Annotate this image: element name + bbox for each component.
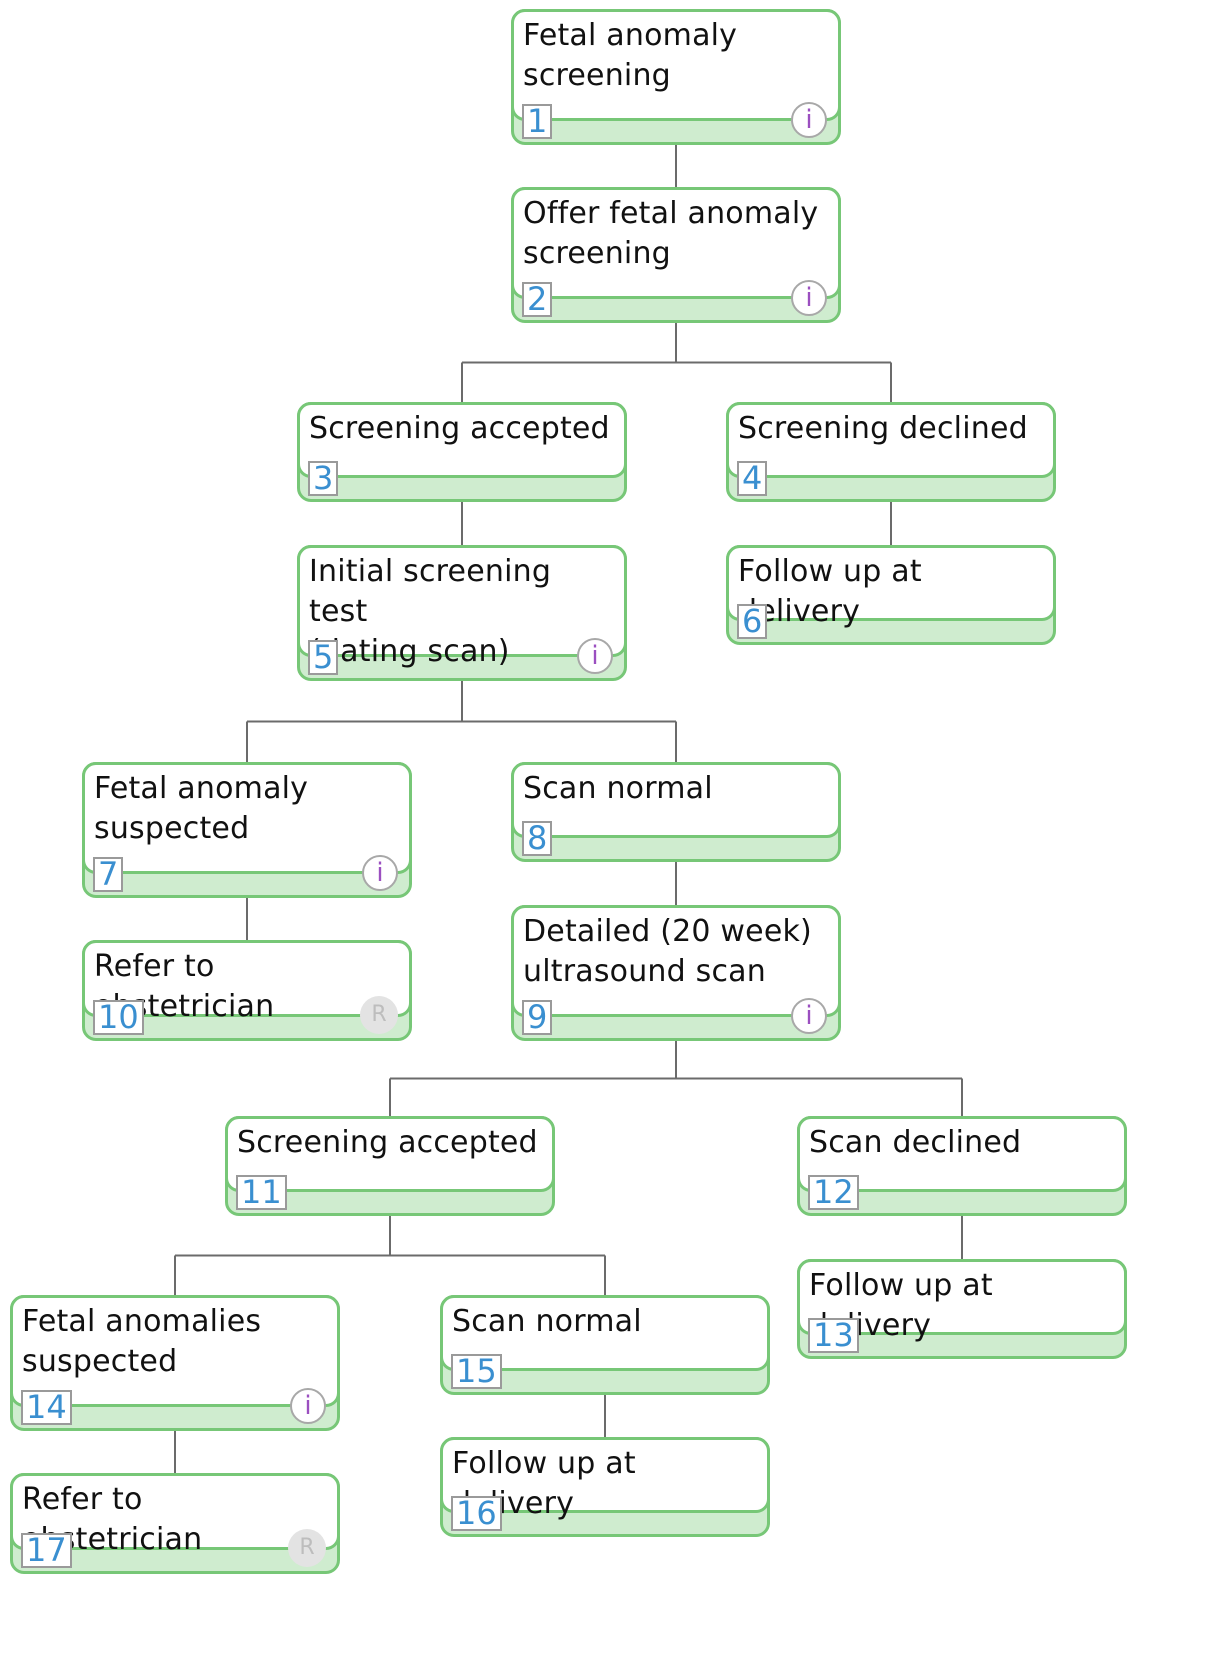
flow-node-2[interactable]: Offer fetal anomaly screening 2 i (511, 187, 841, 323)
node-id-badge: 14 (21, 1390, 72, 1425)
node-body: Screening accepted (297, 402, 627, 478)
flow-node-4[interactable]: Screening declined 4 (726, 402, 1056, 502)
node-label: Follow up at delivery (738, 554, 922, 629)
flow-node-11[interactable]: Screening accepted 11 (225, 1116, 555, 1216)
info-icon[interactable]: i (362, 855, 398, 891)
flow-node-8[interactable]: Scan normal 8 (511, 762, 841, 862)
flow-node-14[interactable]: Fetal anomalies suspected 14 i (10, 1295, 340, 1431)
node-id-badge: 9 (522, 1000, 553, 1035)
node-body: Detailed (20 week) ultrasound scan (511, 905, 841, 1017)
referral-r-icon[interactable]: R (360, 996, 398, 1034)
node-id-badge: 12 (808, 1175, 859, 1210)
node-id-badge: 2 (522, 282, 553, 317)
referral-r-icon[interactable]: R (288, 1529, 326, 1567)
info-icon[interactable]: i (791, 998, 827, 1034)
node-label: Scan normal (452, 1304, 642, 1339)
flow-node-12[interactable]: Scan declined 12 (797, 1116, 1127, 1216)
node-label: Fetal anomaly suspected (94, 771, 309, 846)
flow-node-3[interactable]: Screening accepted 3 (297, 402, 627, 502)
node-label: Refer to obstetrician (22, 1482, 203, 1557)
node-label: Initial screening test (dating scan) (309, 554, 552, 669)
node-label: Fetal anomaly screening (523, 18, 738, 93)
node-label: Offer fetal anomaly screening (523, 196, 819, 271)
node-label: Screening declined (738, 411, 1028, 446)
node-body: Screening accepted (225, 1116, 555, 1192)
node-label: Screening accepted (237, 1125, 538, 1160)
flow-node-15[interactable]: Scan normal 15 (440, 1295, 770, 1395)
node-label: Screening accepted (309, 411, 610, 446)
info-icon[interactable]: i (290, 1388, 326, 1424)
node-body: Fetal anomaly suspected (82, 762, 412, 874)
flow-node-5[interactable]: Initial screening test (dating scan)5 i (297, 545, 627, 681)
node-body: Scan normal (511, 762, 841, 838)
node-id-badge: 3 (308, 461, 339, 496)
node-id-badge: 15 (451, 1354, 502, 1389)
node-body: Follow up at delivery (726, 545, 1056, 629)
node-id-badge: 13 (808, 1318, 859, 1353)
node-body: Initial screening test (dating scan) (297, 545, 627, 669)
node-body: Offer fetal anomaly screening (511, 187, 841, 299)
node-id-badge: 11 (236, 1175, 287, 1210)
flow-node-7[interactable]: Fetal anomaly suspected 7 i (82, 762, 412, 898)
node-id-badge: 16 (451, 1496, 502, 1531)
node-id-badge: 8 (522, 821, 553, 856)
node-id-badge: 6 (737, 604, 768, 639)
info-icon[interactable]: i (577, 638, 613, 674)
node-id-badge: 10 (93, 1000, 144, 1035)
node-label: Fetal anomalies suspected (22, 1304, 262, 1379)
node-id-badge: 4 (737, 461, 768, 496)
node-body: Fetal anomaly screening (511, 9, 841, 121)
node-id-badge: 17 (21, 1533, 72, 1568)
node-body: Screening declined (726, 402, 1056, 478)
node-body: Fetal anomalies suspected (10, 1295, 340, 1407)
node-id-badge: 1 (522, 104, 553, 139)
info-icon[interactable]: i (791, 102, 827, 138)
node-id-badge: 5 (308, 640, 339, 675)
node-body: Scan normal (440, 1295, 770, 1371)
flow-node-9[interactable]: Detailed (20 week) ultrasound scan 9 i (511, 905, 841, 1041)
node-label: Detailed (20 week) ultrasound scan (523, 914, 812, 989)
node-id-badge: 7 (93, 857, 124, 892)
node-label: Scan normal (523, 771, 713, 806)
flow-node-1[interactable]: Fetal anomaly screening 1 i (511, 9, 841, 145)
node-label: Scan declined (809, 1125, 1022, 1160)
info-icon[interactable]: i (791, 280, 827, 316)
